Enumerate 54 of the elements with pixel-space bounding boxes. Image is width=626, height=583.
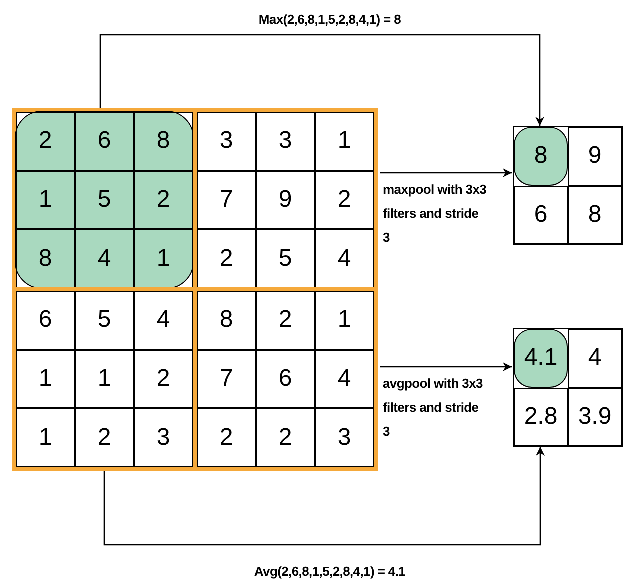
- matrix-cell: 4: [315, 229, 374, 288]
- matrix-cell: 1: [16, 170, 75, 230]
- edge-label: maxpool with 3x3 filters and stride 3: [383, 181, 487, 247]
- matrix-cell: 8: [568, 186, 622, 244]
- matrix-cell: 2: [134, 170, 193, 230]
- output-matrix: [513, 126, 623, 245]
- matrix-cell: 7: [197, 170, 256, 230]
- matrix-cell: 4.1: [514, 329, 568, 388]
- matrix-cell: 5: [75, 291, 134, 350]
- matrix-cell: 2.8: [514, 388, 568, 446]
- matrix-cell: 1: [134, 229, 193, 288]
- matrix-cell: 1: [16, 350, 75, 408]
- arrow: [380, 362, 512, 372]
- arrow: [380, 168, 512, 178]
- matrix-cell: 9: [256, 170, 315, 230]
- matrix-cell: 2: [315, 170, 374, 230]
- matrix-cell: 2: [256, 408, 315, 467]
- matrix-cell: 1: [315, 291, 374, 350]
- matrix-cell: 8: [197, 291, 256, 350]
- matrix-cell: 1: [315, 112, 374, 171]
- matrix-cell: 4: [568, 329, 622, 388]
- matrix-cell: 6: [75, 112, 134, 171]
- matrix-cell: 1: [16, 408, 75, 467]
- matrix-cell: 6: [16, 291, 75, 350]
- matrix-cell: 3: [197, 112, 256, 171]
- matrix-cell: 5: [75, 170, 134, 230]
- output-matrix: [513, 328, 623, 447]
- matrix-cell: 3: [256, 112, 315, 171]
- arrow: [100, 34, 544, 126]
- matrix-cell: 2: [197, 229, 256, 288]
- matrix-cell: 4: [315, 350, 374, 408]
- matrix-cell: 2: [75, 408, 134, 467]
- matrix-cell: 2: [134, 350, 193, 408]
- matrix-cell: 3: [315, 408, 374, 467]
- matrix-cell: 1: [75, 350, 134, 408]
- matrix-cell: 2: [16, 112, 75, 171]
- edge-label: Max(2,6,8,1,5,2,8,4,1) = 8: [258, 11, 402, 29]
- matrix-cell: 8: [134, 112, 193, 171]
- matrix-cell: 6: [514, 186, 568, 244]
- matrix-cell: 2: [256, 291, 315, 350]
- matrix-cell: 9: [568, 127, 622, 186]
- matrix-cell: 7: [197, 350, 256, 408]
- matrix-cell: 4: [75, 229, 134, 288]
- arrow: [104, 447, 545, 546]
- matrix-cell: 6: [256, 350, 315, 408]
- matrix-cell: 5: [256, 229, 315, 288]
- matrix-cell: 8: [514, 127, 568, 186]
- matrix-cell: 4: [134, 291, 193, 350]
- edge-label: avgpool with 3x3 filters and stride 3: [383, 375, 484, 441]
- matrix-cell: 3.9: [568, 388, 622, 446]
- matrix-cell: 3: [134, 408, 193, 467]
- matrix-cell: 2: [197, 408, 256, 467]
- edge-label: Avg(2,6,8,1,5,2,8,4,1) = 4.1: [253, 563, 407, 581]
- matrix-cell: 8: [16, 229, 75, 288]
